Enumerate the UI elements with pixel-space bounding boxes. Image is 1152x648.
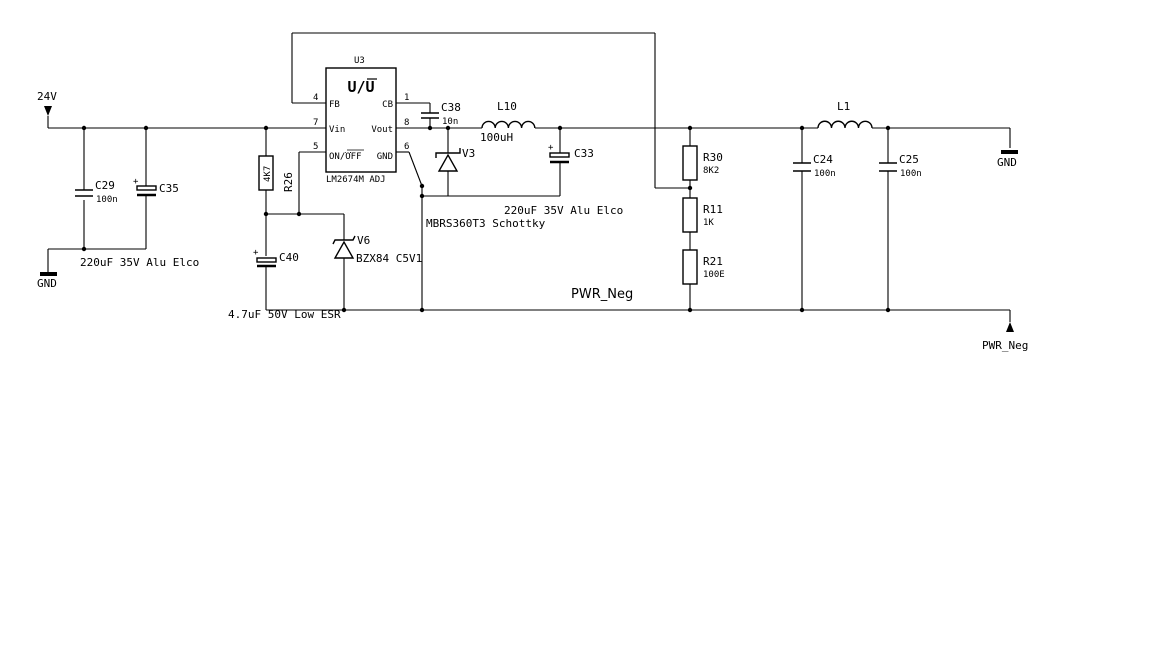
- c25-value: 100n: [900, 169, 922, 179]
- c33-polarity: +: [548, 143, 554, 153]
- v6-value: BZX84 C5V1: [356, 252, 422, 265]
- pwr-neg-net-label: PWR_Neg: [571, 287, 633, 302]
- pin-vin-num: 7: [313, 118, 318, 128]
- pin-fb-name: FB: [329, 100, 340, 110]
- ic-u3-ref: U3: [354, 56, 365, 66]
- pin-onoff-num: 5: [313, 142, 318, 152]
- pin-onoff-name: ON/OFF: [329, 152, 362, 162]
- capacitor-c24: C24 100n: [793, 153, 836, 179]
- l1-ref: L1: [837, 100, 850, 113]
- net-24v: 24V: [37, 90, 57, 116]
- c38-ref: C38: [441, 101, 461, 114]
- c25-ref: C25: [899, 153, 919, 166]
- c40-polarity: +: [253, 248, 259, 258]
- resistor-r21: R21 100E: [682, 249, 725, 285]
- ground-icon: [40, 272, 57, 276]
- v3-ref: V3: [462, 147, 475, 160]
- net-24v-label: 24V: [37, 90, 57, 103]
- c38-value: 10n: [442, 117, 458, 127]
- gnd-right: GND: [997, 150, 1018, 169]
- junctions: [81, 125, 891, 313]
- power-arrow-icon: [44, 106, 52, 116]
- resistor-r30: R30 8K2: [682, 145, 723, 181]
- pwr-neg-port: PWR_Neg: [982, 322, 1028, 352]
- r30-value: 8K2: [703, 166, 719, 176]
- r21-value: 100E: [703, 270, 725, 280]
- c35-polarity: +: [133, 177, 139, 187]
- c33-value: 220uF 35V Alu Elco: [504, 204, 623, 217]
- pin-cb-name: CB: [382, 100, 393, 110]
- resistor-r11: R11 1K: [682, 197, 723, 233]
- pin-vout-name: Vout: [371, 125, 393, 135]
- pin-gnd-num: 6: [404, 142, 409, 152]
- pin-fb-num: 4: [313, 93, 318, 103]
- c24-value: 100n: [814, 169, 836, 179]
- ic-u3: U3 U/U FB Vin ON/OFF CB Vout GND 4 7 5 1…: [313, 56, 409, 185]
- inductor-l10: L10 100uH: [480, 100, 536, 144]
- capacitor-c29: C29 100n: [75, 179, 118, 205]
- c35-value: 220uF 35V Alu Elco: [80, 256, 199, 269]
- pin-vout-num: 8: [404, 118, 409, 128]
- gnd-right-label: GND: [997, 156, 1017, 169]
- l10-value: 100uH: [480, 131, 513, 144]
- capacitor-c33: + C33 220uF 35V Alu Elco: [504, 143, 623, 217]
- c35-ref: C35: [159, 182, 179, 195]
- capacitor-c25: C25 100n: [879, 153, 922, 179]
- resistor-r26: 4K7 R26: [258, 155, 295, 192]
- ground-icon: [1001, 150, 1018, 154]
- l10-ref: L10: [497, 100, 517, 113]
- diode-v3: V3 MBRS360T3 Schottky: [426, 147, 546, 230]
- inductor-l1: L1: [817, 100, 873, 129]
- pin-cb-num: 1: [404, 93, 409, 103]
- r11-value: 1K: [703, 218, 714, 228]
- capacitor-c38: C38 10n: [421, 101, 461, 127]
- gnd-left: GND: [37, 272, 57, 290]
- c33-ref: C33: [574, 147, 594, 160]
- r30-ref: R30: [703, 151, 723, 164]
- v6-ref: V6: [357, 234, 370, 247]
- pwr-neg-port-label: PWR_Neg: [982, 339, 1028, 352]
- power-arrow-icon: [1006, 322, 1014, 332]
- ic-u3-body: [325, 67, 397, 173]
- capacitor-c35: + C35 220uF 35V Alu Elco: [80, 177, 199, 269]
- r26-ref: R26: [282, 172, 295, 192]
- c40-value: 4.7uF 50V Low ESR: [228, 308, 341, 321]
- c29-value: 100n: [96, 195, 118, 205]
- v3-value: MBRS360T3 Schottky: [426, 217, 546, 230]
- pin-vin-name: Vin: [329, 125, 345, 135]
- pin-gnd-name: GND: [377, 152, 393, 162]
- c40-ref: C40: [279, 251, 299, 264]
- gnd-left-label: GND: [37, 277, 57, 290]
- wires: [47, 32, 1011, 322]
- r11-ref: R11: [703, 203, 723, 216]
- r26-value: 4K7: [263, 166, 273, 182]
- ic-u3-value: LM2674M ADJ: [326, 175, 386, 185]
- ic-u3-logo: U/U: [347, 78, 374, 96]
- capacitor-c40: + C40 4.7uF 50V Low ESR: [228, 248, 341, 321]
- c24-ref: C24: [813, 153, 833, 166]
- r21-ref: R21: [703, 255, 723, 268]
- c29-ref: C29: [95, 179, 115, 192]
- diode-v6: V6 BZX84 C5V1: [332, 234, 422, 265]
